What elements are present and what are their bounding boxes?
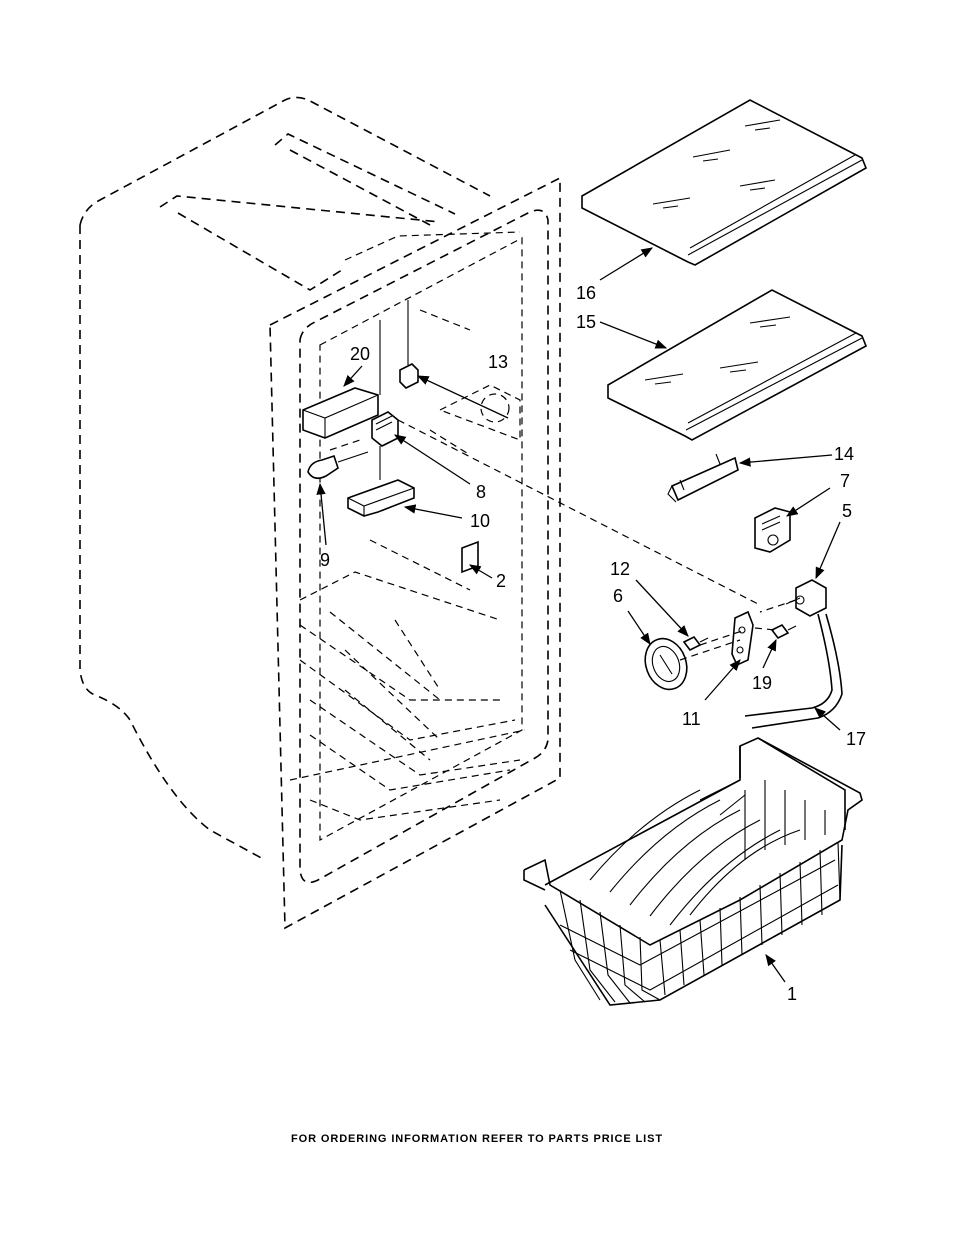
- leader-6: [628, 611, 650, 644]
- part-1-wire-basket: [524, 738, 862, 1005]
- part-5-thermostat: [786, 580, 826, 616]
- part-11-bracket: [732, 612, 753, 665]
- callout-12: 12: [610, 559, 630, 579]
- callout-1: 1: [787, 984, 797, 1004]
- leader-16: [600, 248, 652, 280]
- callout-labels: 16 15 14 7 5 12 6 11 19 17 13 20 8 9 10 …: [320, 283, 866, 1004]
- part-14-shelf-trim: [668, 454, 738, 502]
- part-7-control: [755, 508, 790, 552]
- part-8-lamp-socket: [372, 412, 398, 480]
- part-10-bracket: [348, 480, 414, 516]
- callout-9: 9: [320, 550, 330, 570]
- callout-15: 15: [576, 312, 596, 332]
- callout-17: 17: [846, 729, 866, 749]
- part-19-screw: [772, 625, 796, 638]
- leader-14: [740, 455, 832, 463]
- part-13-switch: [400, 300, 418, 388]
- callout-5: 5: [842, 501, 852, 521]
- leader-1: [766, 955, 785, 982]
- leader-9: [320, 484, 326, 545]
- part-9-light-bulb: [308, 452, 368, 478]
- leader-2: [470, 565, 492, 578]
- leader-5: [816, 522, 840, 578]
- callout-19: 19: [752, 673, 772, 693]
- leader-7: [787, 488, 830, 516]
- leader-17: [815, 708, 840, 730]
- leader-12: [636, 580, 688, 636]
- leader-13: [418, 376, 508, 418]
- leader-8: [395, 435, 470, 484]
- leader-20: [344, 366, 362, 386]
- leader-15: [600, 322, 666, 348]
- callout-16: 16: [576, 283, 596, 303]
- callout-2: 2: [496, 571, 506, 591]
- part-16-glass-shelf: [582, 100, 866, 265]
- leader-11: [705, 660, 740, 700]
- callout-13: 13: [488, 352, 508, 372]
- callout-6: 6: [613, 586, 623, 606]
- callout-20: 20: [350, 344, 370, 364]
- callout-8: 8: [476, 482, 486, 502]
- leader-10: [405, 507, 462, 518]
- callout-7: 7: [840, 471, 850, 491]
- callout-11: 11: [682, 709, 701, 729]
- part-15-glass-shelf: [608, 290, 866, 440]
- part-17-capillary-tube: [745, 614, 842, 728]
- ordering-info-footer: FOR ORDERING INFORMATION REFER TO PARTS …: [0, 1133, 954, 1145]
- callout-14: 14: [834, 444, 854, 464]
- part-2-pad: [462, 542, 478, 572]
- leader-19: [763, 640, 776, 668]
- callout-10: 10: [470, 511, 490, 531]
- part-20-light-housing: [303, 320, 380, 438]
